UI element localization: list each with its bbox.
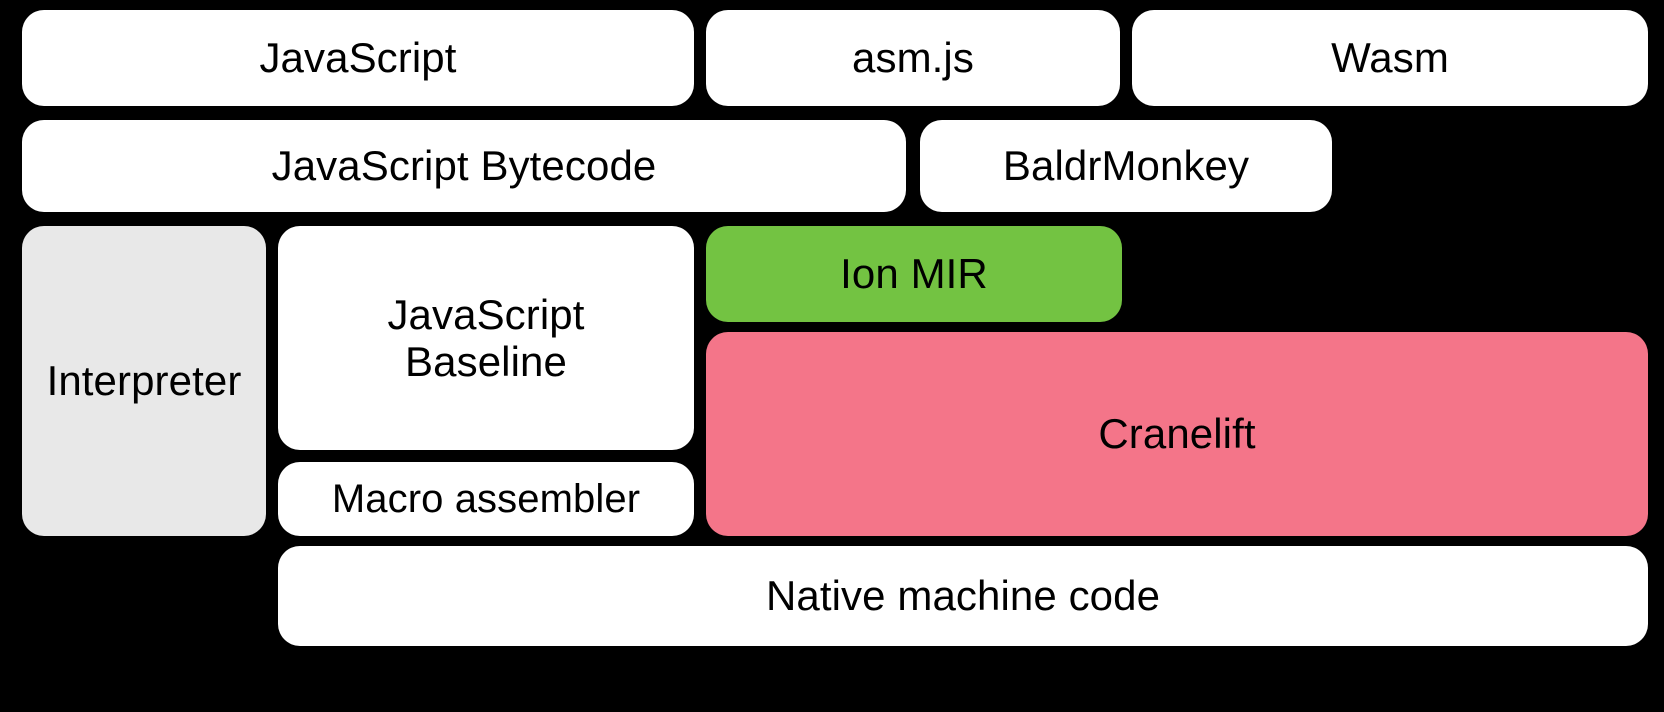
node-javascript-baseline[interactable]: JavaScript Baseline: [278, 226, 694, 450]
node-javascript[interactable]: JavaScript: [22, 10, 694, 106]
node-cranelift[interactable]: Cranelift: [706, 332, 1648, 536]
node-wasm[interactable]: Wasm: [1132, 10, 1648, 106]
node-interpreter[interactable]: Interpreter: [22, 226, 266, 536]
node-baldrmonkey[interactable]: BaldrMonkey: [920, 120, 1332, 212]
node-native-machine-code[interactable]: Native machine code: [278, 546, 1648, 646]
node-ion-mir[interactable]: Ion MIR: [706, 226, 1122, 322]
node-javascript-bytecode[interactable]: JavaScript Bytecode: [22, 120, 906, 212]
node-macro-assembler[interactable]: Macro assembler: [278, 462, 694, 536]
node-asm-js[interactable]: asm.js: [706, 10, 1120, 106]
